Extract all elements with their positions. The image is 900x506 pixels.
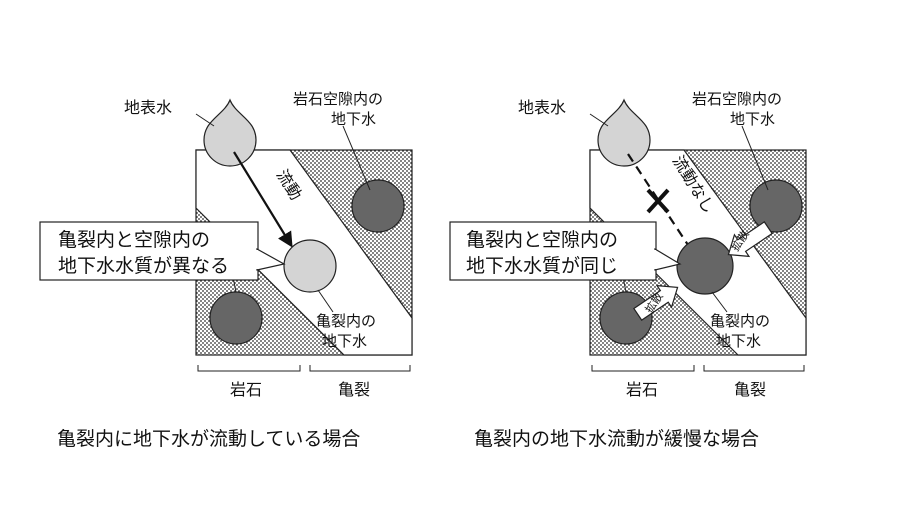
right-caption: 亀裂内の地下水流動が緩慢な場合 xyxy=(474,428,759,450)
left-callout-line-2: 地下水水質が異なる xyxy=(58,255,229,277)
left-pore-water-lower xyxy=(209,291,263,345)
left-rock-label: 岩石 xyxy=(230,380,262,399)
left-fracture-water xyxy=(283,239,337,293)
right-rock-bracket xyxy=(591,365,695,372)
left-rock-bracket xyxy=(197,365,301,372)
right-surface-water-label: 地表水 xyxy=(518,98,566,117)
right-blocked-x-mark xyxy=(646,188,670,214)
right-pore-water-upper xyxy=(749,179,803,233)
left-surface-water-drop xyxy=(203,98,257,167)
right-diffusion-arrow-upper xyxy=(727,221,773,258)
right-fracture-water xyxy=(676,237,734,295)
left-fracture-water-label-2: 地下水 xyxy=(322,332,367,350)
left-fracture-water-leader xyxy=(317,289,334,313)
right-callout-box xyxy=(449,221,657,281)
left-flow-arrow xyxy=(233,151,293,248)
left-callout-box xyxy=(39,221,259,281)
right-pore-water-label-2: 地下水 xyxy=(730,110,775,128)
left-pore-water-label-2: 地下水 xyxy=(331,110,376,128)
right-fracture-water-leader xyxy=(711,291,728,313)
right-fracture-bracket xyxy=(703,365,805,372)
right-callout-line-2: 地下水水質が同じ xyxy=(466,255,618,277)
right-rock-label: 岩石 xyxy=(626,380,658,399)
left-callout-line-1: 亀裂内と空隙内の xyxy=(58,229,210,251)
left-fracture-bracket xyxy=(309,365,411,372)
right-fracture-water-label-1: 亀裂内の xyxy=(710,312,770,330)
left-fracture-water-label-1: 亀裂内の xyxy=(316,312,376,330)
left-fracture-label: 亀裂 xyxy=(338,380,370,399)
left-panel: 地表水 岩石空隙内の 地下水 流動 亀裂内と空隙内の 地下水水質が異なる 亀裂内… xyxy=(39,90,413,450)
right-surface-water-leader xyxy=(589,113,609,127)
right-callout-line-1: 亀裂内と空隙内の xyxy=(466,229,618,251)
right-panel: 拡散 拡散 地表水 岩石空隙内の 地下水 流動なし 亀裂内と空隙内の 地下水水質… xyxy=(449,90,807,450)
left-pore-water-label-1: 岩石空隙内の xyxy=(293,90,383,108)
left-pore-water-leader xyxy=(342,125,371,191)
left-caption: 亀裂内に地下水が流動している場合 xyxy=(57,428,360,450)
right-diffusion-arrow-lower xyxy=(633,284,679,321)
left-pore-water-upper xyxy=(351,179,405,233)
left-surface-water-leader xyxy=(195,113,215,127)
right-fracture-label: 亀裂 xyxy=(734,380,766,399)
right-fracture-water-label-2: 地下水 xyxy=(716,332,761,350)
right-pore-water-label-1: 岩石空隙内の xyxy=(692,90,782,108)
left-surface-water-label: 地表水 xyxy=(124,98,172,117)
right-pore-water-leader xyxy=(741,125,769,191)
right-surface-water-drop xyxy=(597,98,651,167)
right-blocked-flow-line xyxy=(627,153,691,249)
